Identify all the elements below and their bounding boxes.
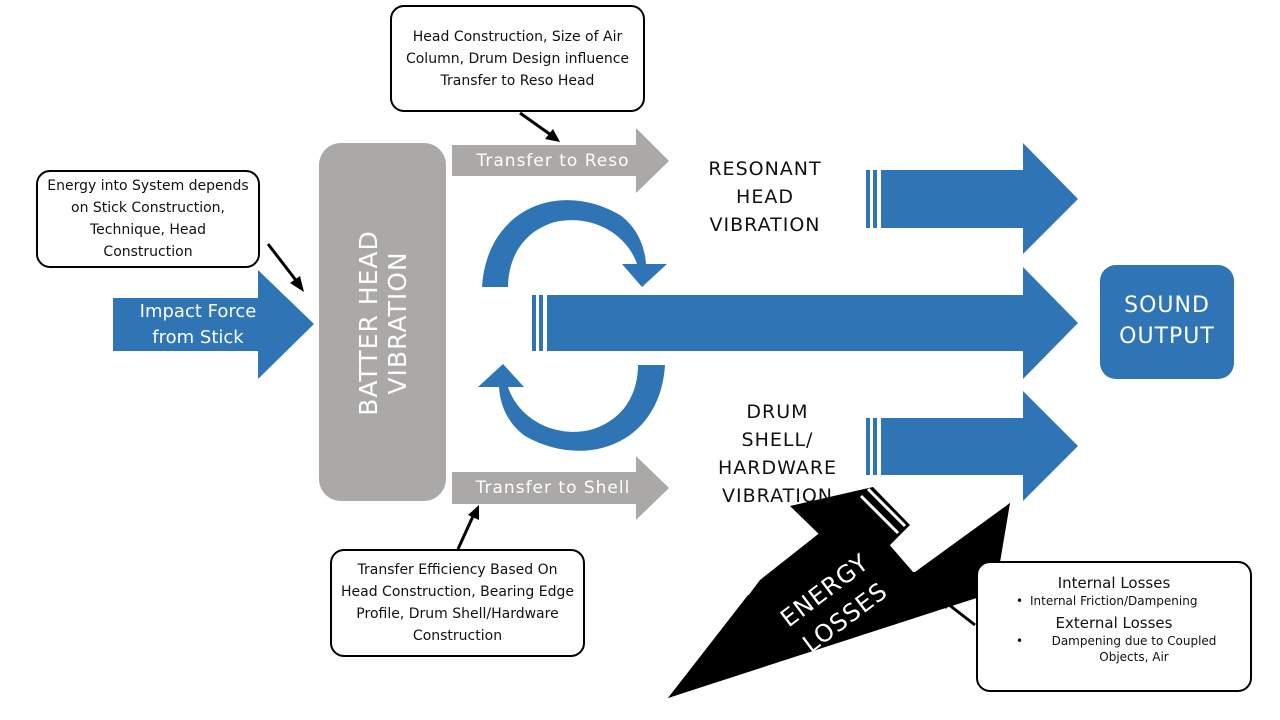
resonant-arrow	[881, 143, 1078, 254]
pointer-losses-note	[939, 597, 976, 627]
internal-losses-item: Internal Friction/Dampening	[1016, 593, 1238, 609]
resonant-line1: RESONANT	[708, 158, 822, 180]
resonant-arrow-stripe-2	[873, 170, 877, 228]
resonant-line2: HEAD	[736, 186, 794, 208]
batter-head-line2: VIBRATION	[383, 251, 412, 395]
impact-force-label: Impact Force from Stick	[118, 299, 278, 351]
center-arrow	[547, 267, 1078, 379]
external-losses-item: Dampening due to Coupled Objects, Air	[1016, 633, 1238, 665]
resonant-arrow-stripe-1	[866, 170, 870, 228]
sound-output-box	[1100, 265, 1234, 379]
transfer-shell-arrow	[452, 456, 669, 520]
batter-head-label: BATTER HEAD VIBRATION	[354, 163, 412, 483]
internal-losses-title: Internal Losses	[1057, 574, 1171, 592]
drum-shell-label: DRUM SHELL/ HARDWARE VIBRATION	[700, 398, 855, 510]
center-arrow-stripe-1	[532, 295, 536, 351]
energy-losses-arrow	[668, 487, 1010, 698]
reso-note: Head Construction, Size of Air Column, D…	[390, 5, 645, 112]
shell-line1: DRUM	[746, 401, 809, 423]
shell-note: Transfer Efficiency Based On Head Constr…	[330, 549, 585, 657]
pointer-shell-note	[456, 505, 479, 550]
shell-arrow-stripe-1	[866, 418, 870, 475]
losses-note: Internal Losses Internal Friction/Dampen…	[976, 561, 1252, 692]
pointer-reso-note	[519, 111, 560, 142]
curved-arrow-bottom	[478, 364, 665, 451]
energy-note: Energy into System depends on Stick Cons…	[36, 170, 260, 268]
impact-force-line1: Impact Force	[139, 301, 257, 322]
transfer-reso-label: Transfer to Reso	[476, 151, 630, 171]
energy-note-text: Energy into System depends on Stick Cons…	[47, 178, 249, 260]
reso-note-text: Head Construction, Size of Air Column, D…	[405, 28, 630, 89]
transfer-reso-arrow	[452, 128, 669, 193]
sound-line2: OUTPUT	[1119, 324, 1215, 349]
pointer-energy-note	[266, 243, 304, 292]
shell-arrow-stripe-2	[873, 418, 877, 475]
impact-force-arrow	[113, 270, 314, 379]
curved-arrow-top	[482, 200, 667, 287]
batter-head-box	[319, 143, 446, 501]
shell-line3: HARDWARE	[717, 457, 838, 479]
resonant-line3: VIBRATION	[709, 214, 821, 236]
resonant-head-label: RESONANT HEAD VIBRATION	[690, 155, 840, 239]
shell-arrow	[881, 391, 1078, 501]
shell-note-text: Transfer Efficiency Based On Head Constr…	[341, 562, 574, 644]
impact-force-line2: from Stick	[152, 327, 244, 348]
shell-line4: VIBRATION	[722, 485, 833, 507]
external-losses-title: External Losses	[1055, 614, 1173, 632]
transfer-shell-label: Transfer to Shell	[475, 478, 631, 498]
batter-head-line1: BATTER HEAD	[354, 230, 383, 416]
shell-line2: SHELL/	[741, 429, 814, 451]
sound-output-label: SOUND OUTPUT	[1100, 290, 1234, 352]
center-arrow-stripe-2	[539, 295, 543, 351]
sound-line1: SOUND	[1124, 293, 1210, 318]
